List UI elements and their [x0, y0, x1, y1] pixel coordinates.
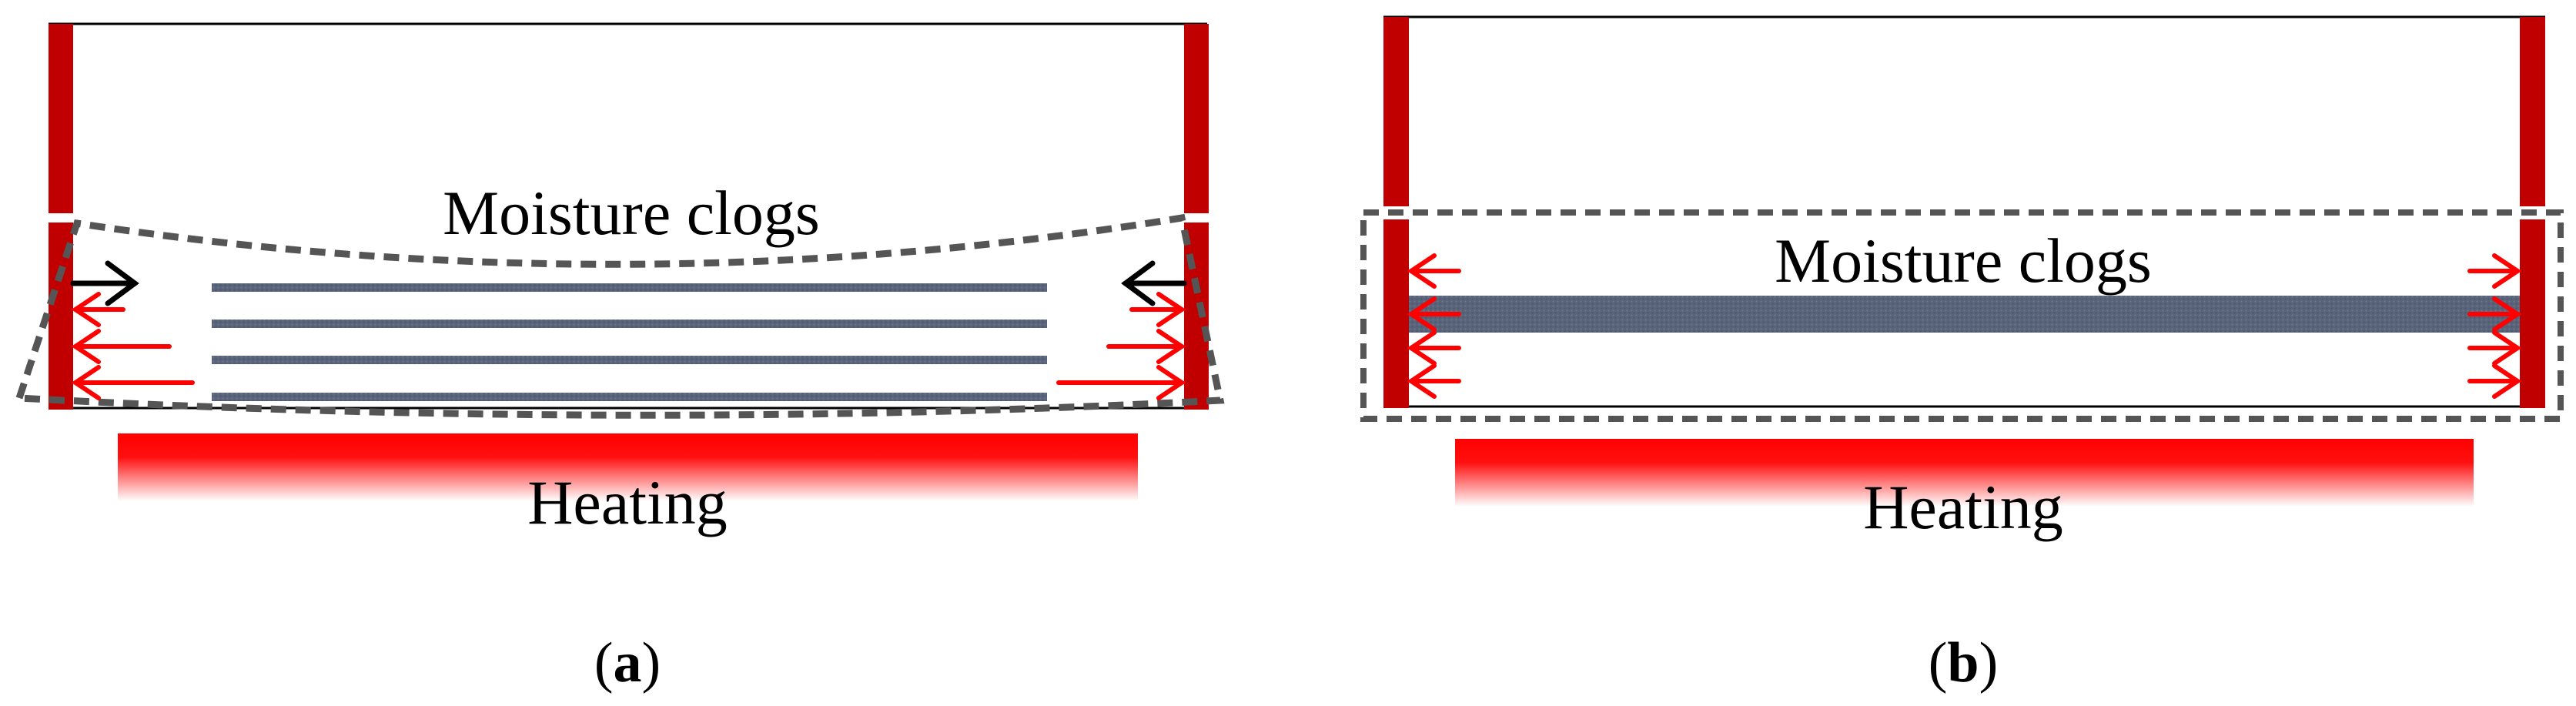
right-wall-lower: [2520, 219, 2545, 408]
red-arrows-left-b: [1407, 253, 1461, 399]
arrow-red: [1106, 329, 1186, 364]
arrow-red: [1407, 363, 1461, 399]
moisture-clogs-label-b: Moisture clogs: [1775, 226, 2152, 296]
arrow-red: [1407, 296, 1461, 332]
arrow-black-right: [1121, 260, 1187, 306]
panel-a: Moisture clogs Heating (a): [14, 22, 1225, 694]
container-b: [1383, 15, 2545, 408]
panel-b: Moisture clogs Heating (b): [1360, 15, 2564, 694]
moisture-clogs-label-a: Moisture clogs: [443, 178, 820, 248]
arrow-red: [71, 292, 125, 327]
layer-stack-a: [212, 283, 1047, 401]
red-arrows-left-a: [71, 292, 195, 400]
arrow-red: [2467, 253, 2522, 289]
layer-3: [212, 356, 1047, 364]
left-wall-upper: [49, 24, 73, 213]
right-wall-upper: [2520, 17, 2545, 206]
arrow-red: [71, 329, 172, 364]
layer-2: [212, 320, 1047, 328]
heating-bar-b: [1455, 439, 2474, 507]
heating-bar-a: [118, 433, 1138, 501]
arrow-red: [2467, 363, 2522, 399]
layer-1: [212, 283, 1047, 292]
walls-b: [1383, 17, 2545, 408]
arrow-black-left: [70, 260, 139, 306]
arrow-red: [2467, 330, 2522, 366]
warped-dashed-outline: [14, 213, 1225, 419]
layer-4: [212, 393, 1047, 401]
black-arrows-a: [70, 260, 1187, 306]
red-arrows-right-a: [1056, 292, 1186, 400]
arrow-red: [2467, 296, 2522, 332]
arrow-red: [1407, 253, 1461, 289]
panel-caption-a: (a): [594, 631, 661, 694]
arrow-red: [1407, 330, 1461, 366]
left-wall-lower: [1383, 219, 1409, 408]
red-arrows-right-b: [2467, 253, 2522, 399]
arrow-red: [1056, 365, 1186, 400]
right-wall-upper: [1184, 24, 1209, 213]
left-wall-upper: [1383, 17, 1409, 206]
heating-label-a: Heating: [527, 467, 728, 537]
arrow-red: [71, 365, 195, 400]
layer-thick: [1409, 296, 2520, 333]
dashed-outline-b: [1360, 209, 2564, 422]
arrow-red: [1129, 292, 1186, 327]
panel-caption-b: (b): [1929, 631, 1998, 694]
heating-label-b: Heating: [1863, 472, 2063, 542]
